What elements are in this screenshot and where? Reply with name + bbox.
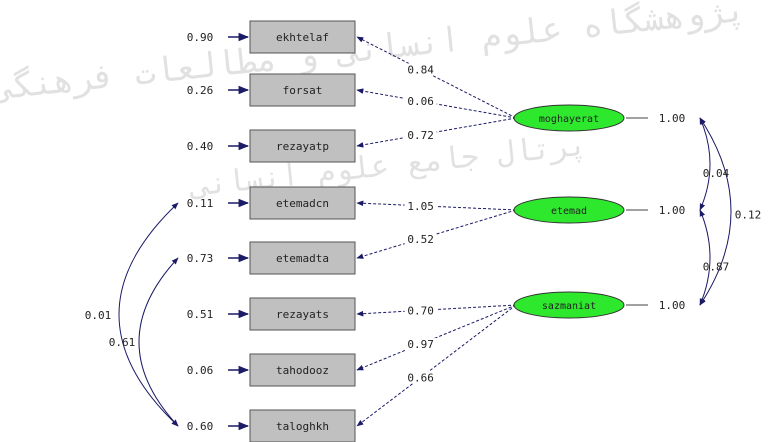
latent-covariance-arc-moghayerat-sazmaniat [699, 117, 732, 306]
loading-value-etemadta: 0.52 [407, 233, 434, 246]
latent-ellipse-moghayerat [513, 104, 625, 132]
error-variance-etemadcn: 0.11 [187, 197, 214, 210]
error-covariance-value-etemadcn-taloghkh: 0.01 [85, 309, 112, 322]
loading-value-bg [404, 63, 437, 76]
loading-value-rezayats: 0.70 [407, 304, 434, 317]
loading-value-tahodooz: 0.97 [407, 338, 434, 351]
latent-label-etemad: etemad [551, 206, 587, 217]
error-variance-taloghkh: 0.60 [187, 420, 214, 433]
observed-box-etemadcn [249, 186, 356, 220]
latent-covariance-value-etemad-sazmaniat: 0.87 [703, 261, 730, 274]
path-links [118, 32, 732, 431]
observed-label-etemadcn: etemadcn [276, 197, 329, 210]
latent-label-sazmaniat: sazmaniat [542, 301, 596, 312]
observed-label-rezayatp: rezayatp [276, 140, 329, 153]
latent-variance-sazmaniat: 1.00 [659, 299, 686, 312]
observed-box-ekhtelaf [249, 20, 356, 54]
path-nodes: ekhtelaf 0.90 forsat 0.26 rezayatp 0.40 etemad… [85, 20, 762, 442]
latent-variance-moghayerat: 1.00 [659, 112, 686, 125]
error-variance-forsat: 0.26 [187, 84, 214, 97]
loading-value-rezayatp: 0.72 [407, 129, 434, 142]
loading-value-forsat: 0.06 [407, 95, 434, 108]
watermark-line-1: پژوهشگاه علوم انسانی و مطالعات فرهنگی [0, 0, 748, 109]
loading-arrow-etemad-etemadta [356, 209, 517, 259]
loading-arrow-sazmaniat-taloghkh [356, 304, 517, 427]
latent-variance-etemad: 1.00 [659, 204, 686, 217]
error-variance-etemadta: 0.73 [187, 252, 214, 265]
observed-box-etemadta [249, 241, 356, 275]
watermark-line-2: پرتال جامع علوم انسانی [187, 127, 589, 204]
observed-label-tahodooz: tahodooz [276, 364, 329, 377]
observed-box-rezayats [249, 297, 356, 331]
latent-covariance-value-moghayerat-etemad: 0.04 [703, 167, 730, 180]
loading-value-bg [404, 304, 437, 317]
observed-box-rezayatp [249, 129, 356, 163]
error-covariance-value-etemadta-taloghkh: 0.61 [109, 336, 136, 349]
loading-value-bg [404, 338, 437, 350]
latent-ellipse-etemad [513, 196, 625, 224]
loading-value-ekhtelaf: 0.84 [407, 63, 434, 76]
observed-box-tahodooz [249, 353, 356, 387]
latent-ellipse-sazmaniat [513, 291, 625, 319]
error-covariance-arc-etemadcn-taloghkh [118, 202, 179, 427]
observed-box-forsat [249, 73, 356, 107]
observed-label-forsat: forsat [283, 84, 323, 97]
loading-arrow-etemad-etemadcn [356, 200, 517, 211]
latent-label-moghayerat: moghayerat [539, 114, 599, 125]
observed-box-taloghkh [249, 409, 356, 442]
loading-value-bg [404, 232, 437, 245]
observed-label-etemadta: etemadta [276, 252, 329, 265]
loading-value-bg [404, 371, 437, 384]
observed-label-taloghkh: taloghkh [276, 420, 329, 433]
error-variance-rezayatp: 0.40 [187, 140, 214, 153]
latent-covariance-value-moghayerat-sazmaniat: 0.12 [735, 209, 762, 222]
loading-value-bg [404, 199, 437, 212]
error-covariance-arc-etemadta-taloghkh [138, 257, 179, 427]
error-variance-rezayats: 0.51 [187, 308, 214, 321]
loading-arrow-sazmaniat-rezayats [356, 304, 517, 317]
loading-value-bg [404, 128, 437, 141]
watermark: پژوهشگاه علوم انسانی و مطالعات فرهنگی پر… [0, 0, 748, 204]
error-variance-ekhtelaf: 0.90 [187, 31, 214, 44]
loading-value-bg [404, 95, 437, 108]
observed-label-rezayats: rezayats [276, 308, 329, 321]
error-variance-tahodooz: 0.06 [187, 364, 214, 377]
loading-value-taloghkh: 0.66 [407, 372, 434, 385]
loading-arrow-sazmaniat-tahodooz [356, 304, 517, 371]
loading-value-etemadcn: 1.05 [407, 200, 434, 213]
observed-label-ekhtelaf: ekhtelaf [276, 31, 329, 44]
